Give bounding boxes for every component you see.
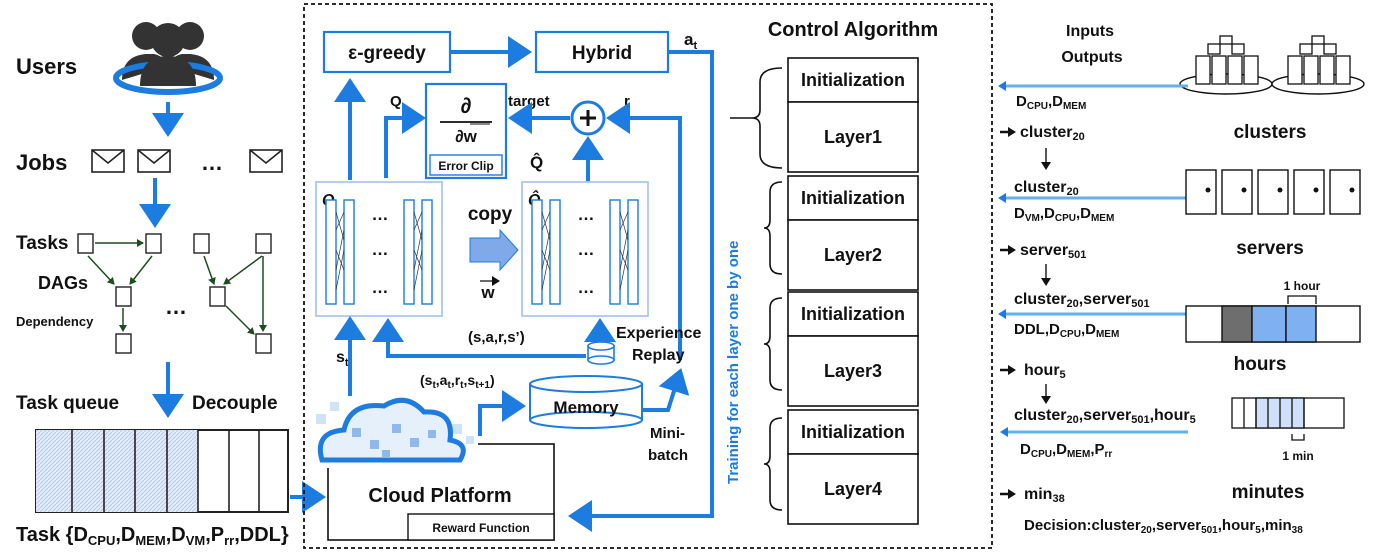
layer1-init: Initialization (801, 70, 905, 90)
servers-label: servers (1236, 238, 1304, 259)
action-to-reward-arrow (568, 50, 714, 532)
layer4-init: Initialization (801, 422, 905, 442)
transition-label: (s,a,r,s’) (468, 329, 525, 346)
in1-label: DCPU,DMEM (1016, 93, 1086, 112)
egreedy-label: ε-greedy (348, 43, 426, 64)
q-to-gradient-arrow (384, 102, 426, 178)
dags-label: DAGs (38, 273, 88, 293)
jobs-ellipsis: … (201, 150, 223, 175)
qhat-label: Q̂ (530, 152, 543, 172)
out1-label: cluster20 (1020, 124, 1085, 143)
svg-text:…: … (578, 278, 595, 297)
memory-tuple-label: (st,at,rt,st+1) (420, 372, 495, 391)
egreedy-box (322, 30, 452, 74)
copy-label: copy (468, 204, 513, 225)
in3b-label: DDL,DCPU,DMEM (1014, 321, 1119, 340)
minutes-strip (1231, 397, 1345, 429)
minibatch-label-2: batch (648, 447, 688, 464)
in4b-label: DCPU,DMEM,Prr (1020, 441, 1112, 460)
in2b-label: DVM,DCPU,DMEM (1014, 205, 1114, 224)
out2-label: server501 (1020, 242, 1086, 261)
layer3-name: Layer3 (824, 361, 882, 381)
clusters-icon (1179, 35, 1365, 95)
dags-ellipsis: … (165, 294, 187, 319)
in3a-label: cluster20,server501 (1014, 291, 1150, 310)
minutes-label: minutes (1232, 482, 1305, 503)
system-frame (303, 3, 993, 549)
decouple-label: Decouple (192, 393, 278, 414)
control-layers (787, 57, 919, 525)
experience-label: Experience (616, 325, 701, 342)
layer-braces (730, 67, 783, 511)
hybrid-box (534, 30, 670, 74)
training-vertical-label: Training for each layer one by one (725, 241, 742, 484)
w-vector-label: w (480, 283, 495, 302)
layer3-init: Initialization (801, 304, 905, 324)
partial-symbol: ∂ (461, 93, 472, 118)
decision-label: Decision:cluster20,server501,hour5,min38 (1024, 517, 1303, 536)
dag-edges (87, 239, 267, 335)
inputs-label: Inputs (1066, 23, 1114, 40)
in4a-label: cluster20,server501,hour5 (1014, 407, 1196, 426)
task-queue-label: Task queue (16, 393, 119, 414)
task-queue (35, 429, 289, 513)
layer1-name: Layer1 (824, 127, 882, 147)
error-clip-label: Error Clip (438, 159, 493, 173)
minibatch-arrow (642, 368, 690, 412)
in2a-label: cluster20 (1014, 179, 1079, 198)
layer2-name: Layer2 (824, 245, 882, 265)
cloud-to-memory-arrow (478, 390, 526, 436)
job-envelope-icons (91, 149, 283, 173)
replay-label: Replay (632, 347, 685, 364)
reward-label: r (624, 93, 630, 110)
q-network: Q … … … (315, 181, 443, 317)
out3-label: hour5 (1024, 362, 1066, 381)
jobs-label: Jobs (16, 150, 67, 175)
tasks-label: Tasks (16, 233, 68, 254)
target-label: target (508, 93, 550, 110)
reward-to-sum-arrow (606, 102, 682, 360)
partial-w-symbol: ∂w (455, 127, 477, 146)
hours-strip (1185, 305, 1361, 343)
cloud-platform-box (327, 443, 555, 541)
one-min-label: 1 min (1282, 449, 1313, 463)
target-q-network: Q̂ … … … (521, 181, 649, 317)
users-icon (113, 22, 223, 95)
hours-label: hours (1234, 354, 1287, 375)
state-label: st (336, 349, 349, 369)
svg-text:…: … (578, 240, 595, 259)
hybrid-label: Hybrid (572, 43, 632, 64)
layer2-init: Initialization (801, 188, 905, 208)
clusters-label: clusters (1234, 122, 1307, 143)
memory-label: Memory (553, 398, 619, 417)
cloud-platform-label: Cloud Platform (368, 485, 511, 507)
replay-to-q-arrow (372, 318, 586, 358)
one-hour-label: 1 hour (1284, 279, 1321, 293)
memory-database (529, 375, 643, 429)
svg-text:…: … (372, 205, 389, 224)
minibatch-label-1: Mini- (650, 425, 685, 442)
task-document-icons (77, 233, 272, 354)
reward-function-label: Reward Function (432, 521, 529, 535)
svg-text:…: … (372, 240, 389, 259)
outputs-label: Outputs (1061, 49, 1122, 66)
task-vector-label: Task {DCPU,DMEM,DVM,Prr,DDL} (16, 524, 289, 548)
users-label: Users (16, 54, 77, 79)
q-to-gradient-label: Q (390, 93, 402, 110)
svg-text:…: … (578, 205, 595, 224)
cloud-icon (308, 397, 478, 468)
servers-icon (1185, 169, 1361, 215)
replay-buffer-icon (587, 341, 615, 365)
layer4-name: Layer4 (824, 479, 882, 499)
copy-arrow-icon (469, 228, 519, 272)
svg-text:…: … (372, 278, 389, 297)
action-label: at (684, 30, 697, 52)
dependency-label: Dependency (16, 314, 94, 329)
out4-label: min38 (1024, 486, 1065, 505)
control-title: Control Algorithm (768, 19, 938, 41)
